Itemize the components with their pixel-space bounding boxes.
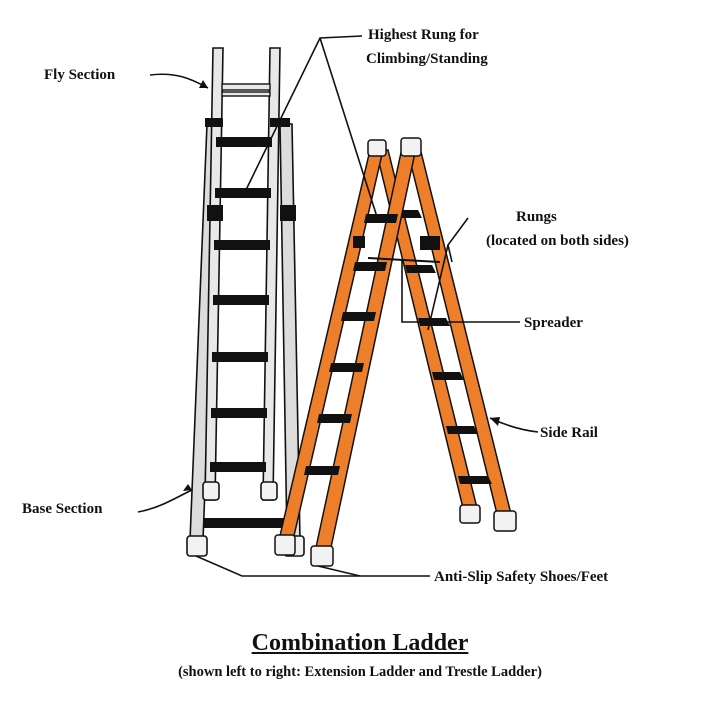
rung — [211, 408, 267, 418]
extension-ladder — [186, 47, 305, 557]
fly-section-rails — [204, 47, 281, 501]
label-rungs-line2: (located on both sides) — [486, 233, 629, 249]
extension-rungs — [204, 137, 296, 528]
trestle-shoes — [274, 504, 517, 567]
label-side-rail: Side Rail — [540, 425, 598, 441]
rung — [364, 214, 398, 223]
rung — [213, 295, 269, 305]
label-highest-rung-line1: Highest Rung for — [368, 27, 479, 43]
trestle-ladder — [274, 137, 517, 567]
rung — [214, 240, 270, 250]
leader-lines — [137, 35, 539, 577]
rung — [317, 414, 352, 423]
trestle-rungs — [304, 214, 398, 475]
rung — [212, 352, 268, 362]
rung — [329, 363, 364, 372]
rung — [353, 262, 387, 271]
label-spreader: Spreader — [524, 315, 583, 331]
caption-title: Combination Ladder — [251, 630, 469, 656]
rung — [216, 137, 272, 147]
label-anti-slip-shoes: Anti-Slip Safety Shoes/Feet — [434, 569, 609, 585]
trestle-front-rails — [278, 147, 417, 553]
caption-subtitle: (shown left to right: Extension Ladder a… — [178, 664, 542, 680]
rung — [215, 188, 271, 198]
label-rungs-line1: Rungs — [516, 209, 557, 225]
label-fly-section: Fly Section — [44, 67, 116, 83]
fly-top-rung — [221, 83, 271, 91]
trestle-hinges — [367, 137, 422, 157]
rung — [204, 518, 296, 528]
rung — [341, 312, 376, 321]
rung — [210, 462, 266, 472]
spreader — [367, 257, 441, 263]
label-highest-rung-line2: Climbing/Standing — [366, 51, 488, 67]
label-base-section: Base Section — [22, 501, 103, 517]
rung — [304, 466, 340, 475]
